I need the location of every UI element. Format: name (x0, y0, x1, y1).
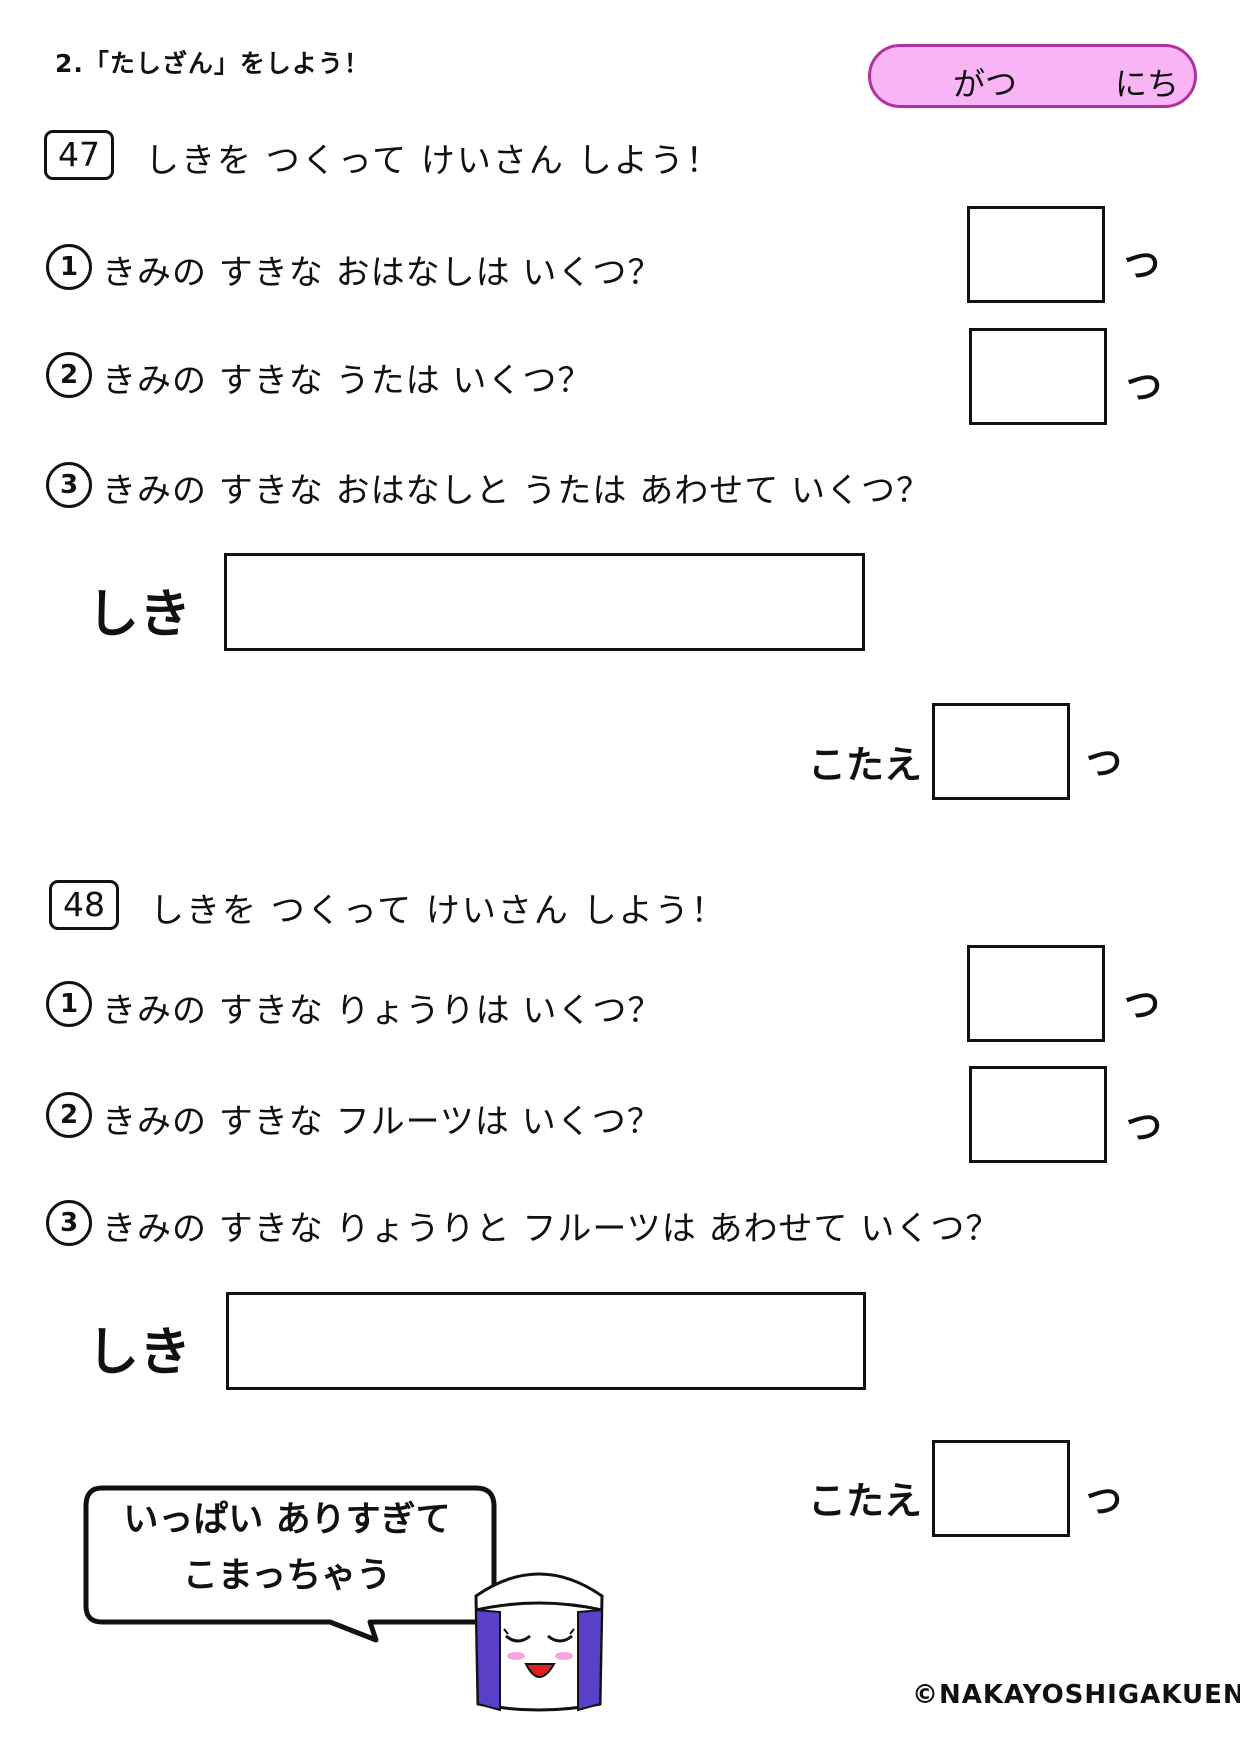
formula-box[interactable] (226, 1292, 866, 1390)
unit-label: つ (1086, 743, 1123, 784)
question-number-3: 3 (46, 1200, 92, 1246)
speech-bubble-line2: こまっちゃう (182, 1556, 392, 1596)
day-label: にち (1115, 65, 1180, 103)
speech-bubble-line1: いっぱい ありすぎて (123, 1500, 451, 1540)
answer-box-stories[interactable] (967, 206, 1105, 303)
formula-label: しき (87, 1323, 192, 1383)
answer-label: こたえ (808, 743, 923, 787)
question-text: きみの すきな おはなしと うたは あわせて いくつ？ (102, 471, 932, 511)
formula-box[interactable] (224, 553, 865, 651)
question-number-3: 3 (46, 462, 92, 508)
answer-label: こたえ (808, 1479, 923, 1523)
problem-number-47: 47 (44, 130, 114, 180)
final-answer-box[interactable] (932, 703, 1070, 800)
question-text: きみの すきな おはなしは いくつ？ (102, 253, 663, 293)
answer-box-dishes[interactable] (967, 945, 1105, 1042)
unit-label: つ (1124, 985, 1161, 1026)
formula-label: しき (87, 585, 192, 645)
tofu-mascot-icon (474, 1572, 604, 1712)
copyright-text: ©NAKAYOSHIGAKUEN (912, 1680, 1240, 1710)
unit-label: つ (1126, 367, 1163, 408)
answer-box-fruits[interactable] (969, 1066, 1107, 1163)
question-number-1: 1 (46, 981, 92, 1027)
question-number-2: 2 (46, 1092, 92, 1138)
worksheet-title: 2.「たしざん」をしよう！ (55, 49, 370, 78)
unit-label: つ (1126, 1107, 1163, 1148)
problem-number-48: 48 (49, 880, 119, 930)
answer-box-songs[interactable] (969, 328, 1107, 425)
unit-label: つ (1124, 245, 1161, 286)
question-text: きみの すきな うたは いくつ？ (102, 361, 593, 401)
question-text: きみの すきな りょうりは いくつ？ (102, 991, 663, 1031)
speech-bubble (83, 1485, 497, 1643)
final-answer-box[interactable] (932, 1440, 1070, 1537)
unit-label: つ (1086, 1481, 1123, 1522)
question-number-1: 1 (46, 244, 92, 290)
question-text: きみの すきな りょうりと フルーツは あわせて いくつ？ (102, 1209, 1001, 1249)
problem-instruction: しきを つくって けいさん しよう！ (145, 141, 722, 181)
problem-instruction: しきを つくって けいさん しよう！ (150, 891, 727, 931)
month-label: がつ (953, 65, 1018, 103)
question-text: きみの すきな フルーツは いくつ？ (102, 1102, 662, 1142)
date-field[interactable]: がつ にち (868, 44, 1197, 108)
question-number-2: 2 (46, 352, 92, 398)
